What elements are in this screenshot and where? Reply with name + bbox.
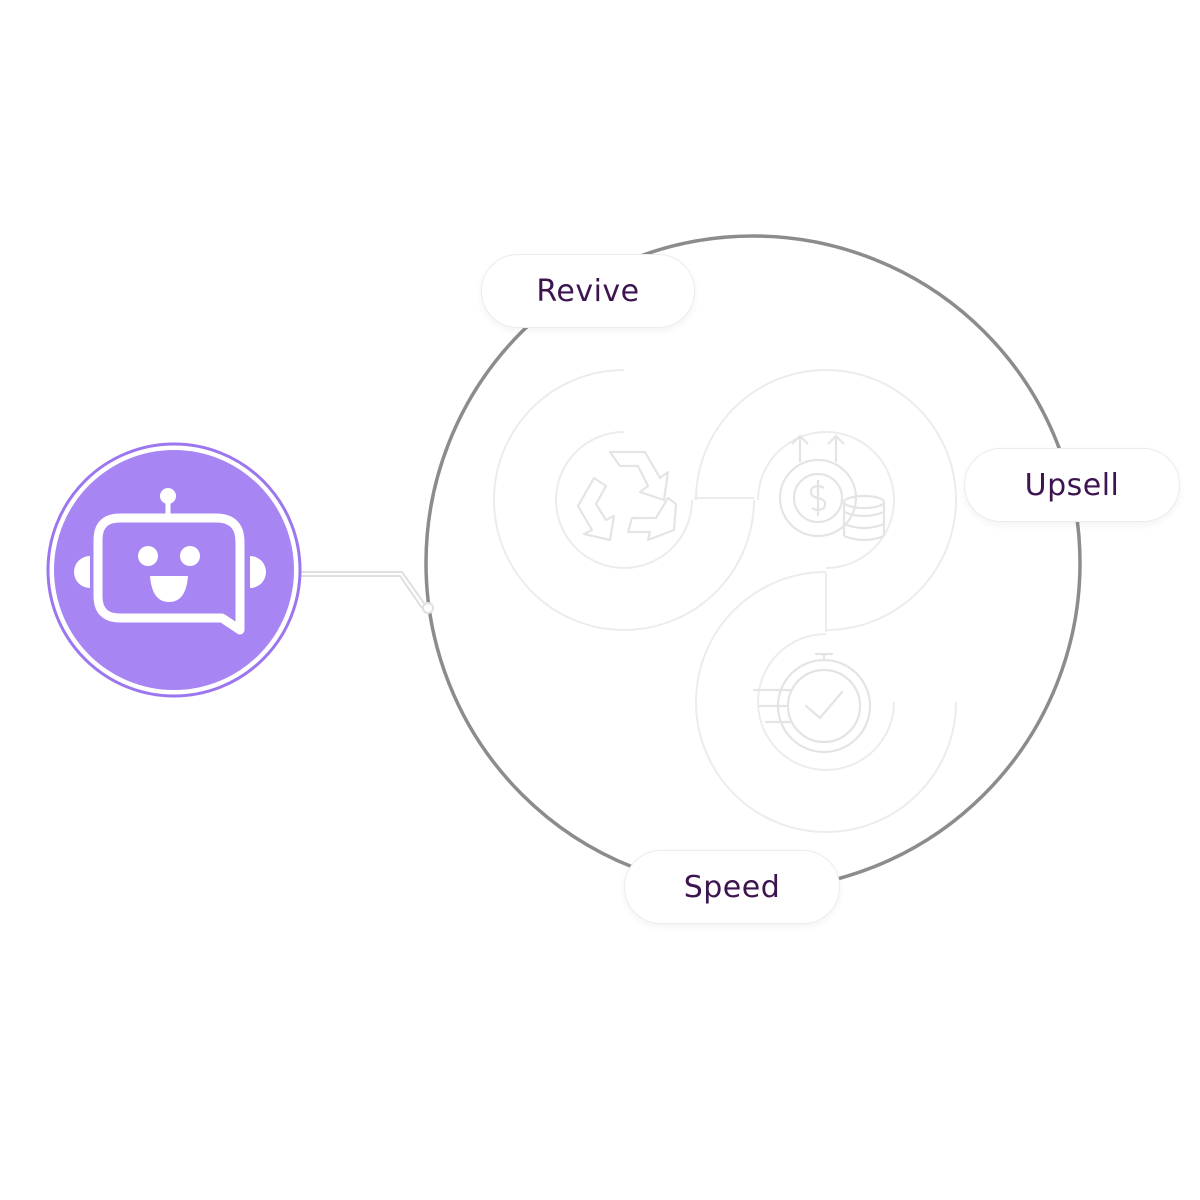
revive-label: Revive [536,273,640,309]
upsell-label: Upsell [1024,467,1120,503]
swirl-arc-revive-inner [555,431,693,569]
outer-cycle-ring [424,234,1082,892]
speed-label-pill: Speed [624,850,840,924]
upsell-label-pill: Upsell [964,448,1180,522]
speed-label: Speed [683,869,781,905]
swirl-arc-speed-inner [757,633,895,771]
swirl-arc-upsell-inner [757,431,895,569]
swirl-arc-speed [695,571,957,833]
revive-label-pill: Revive [481,254,695,328]
swirl-arcs [493,369,957,833]
swirl-arc-revive [493,369,755,631]
swirl-arc-upsell [695,369,957,631]
bot-connector [296,571,434,614]
recycle-icon [576,450,678,542]
money-growth-icon [778,434,886,542]
stopwatch-check-icon [752,652,872,754]
robot-chat-icon [74,488,266,635]
bot-node [46,442,302,698]
